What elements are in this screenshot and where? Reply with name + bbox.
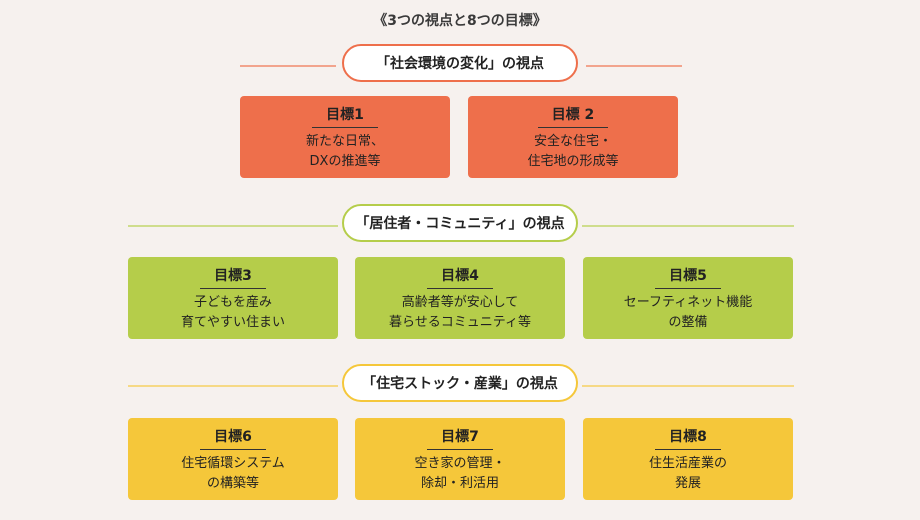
goal-heading: 目標5 — [655, 267, 721, 289]
goal-card-8: 目標8 住生活産業の 発展 — [583, 418, 793, 500]
goal-line: 新たな日常、 — [305, 134, 384, 149]
divider-line-left — [240, 65, 336, 67]
goal-description: 安全な住宅・ 住宅地の形成等 — [527, 132, 618, 172]
divider-line-left — [128, 225, 338, 227]
goal-line: 安全な住宅・ — [533, 134, 612, 149]
goal-description: 住宅循環システム の構築等 — [181, 454, 285, 494]
section-label: 「住宅ストック・産業」の視点 — [342, 364, 578, 402]
goal-description: 新たな日常、 DXの推進等 — [306, 132, 384, 172]
goal-description: 高齢者等が安心して 暮らせるコミュニティ等 — [389, 293, 531, 333]
goal-line: 住宅循環システム — [181, 456, 285, 471]
goal-line: の構築等 — [206, 476, 259, 491]
goal-heading: 目標3 — [200, 267, 266, 289]
goal-description: セーフティネット機能 の整備 — [624, 293, 752, 333]
goal-line: 暮らせるコミュニティ等 — [389, 315, 531, 330]
goal-description: 子どもを産み 育てやすい住まい — [181, 293, 285, 333]
goal-line: 発展 — [674, 476, 701, 491]
goal-card-4: 目標4 高齢者等が安心して 暮らせるコミュニティ等 — [355, 257, 565, 339]
goal-line: 住生活産業の — [648, 456, 727, 471]
goal-card-5: 目標5 セーフティネット機能 の整備 — [583, 257, 793, 339]
goal-line: 高齢者等が安心して — [401, 295, 519, 310]
goal-heading: 目標4 — [427, 267, 493, 289]
goal-heading: 目標 2 — [537, 106, 609, 128]
goal-line: DXの推進等 — [309, 154, 381, 169]
section-label: 「社会環境の変化」の視点 — [342, 44, 578, 82]
section-social-environment: 「社会環境の変化」の視点 — [0, 44, 920, 88]
divider-line-right — [582, 225, 794, 227]
goal-card-3: 目標3 子どもを産み 育てやすい住まい — [128, 257, 338, 339]
diagram-title: 《3つの視点と8つの目標》 — [373, 13, 547, 29]
goal-line: 除却・利活用 — [420, 476, 499, 491]
divider-line-left — [128, 385, 338, 387]
goal-card-2: 目標 2 安全な住宅・ 住宅地の形成等 — [468, 96, 678, 178]
goal-line: セーフティネット機能 — [623, 295, 753, 310]
goal-card-6: 目標6 住宅循環システム の構築等 — [128, 418, 338, 500]
goal-card-7: 目標7 空き家の管理・ 除却・利活用 — [355, 418, 565, 500]
section-residents-community: 「居住者・コミュニティ」の視点 — [0, 204, 920, 248]
section-label: 「居住者・コミュニティ」の視点 — [342, 204, 578, 242]
goal-line: 住宅地の形成等 — [527, 154, 619, 169]
goal-description: 空き家の管理・ 除却・利活用 — [414, 454, 505, 494]
goal-description: 住生活産業の 発展 — [649, 454, 727, 494]
goal-line: の整備 — [668, 315, 708, 330]
goal-line: 子どもを産み — [193, 295, 272, 310]
goal-heading: 目標1 — [312, 106, 378, 128]
goal-line: 育てやすい住まい — [180, 315, 285, 330]
divider-line-right — [586, 65, 682, 67]
goal-heading: 目標8 — [655, 428, 721, 450]
goal-line: 空き家の管理・ — [414, 456, 506, 471]
section-housing-stock-industry: 「住宅ストック・産業」の視点 — [0, 364, 920, 408]
goal-heading: 目標7 — [427, 428, 493, 450]
goal-card-1: 目標1 新たな日常、 DXの推進等 — [240, 96, 450, 178]
divider-line-right — [582, 385, 794, 387]
goal-heading: 目標6 — [200, 428, 266, 450]
